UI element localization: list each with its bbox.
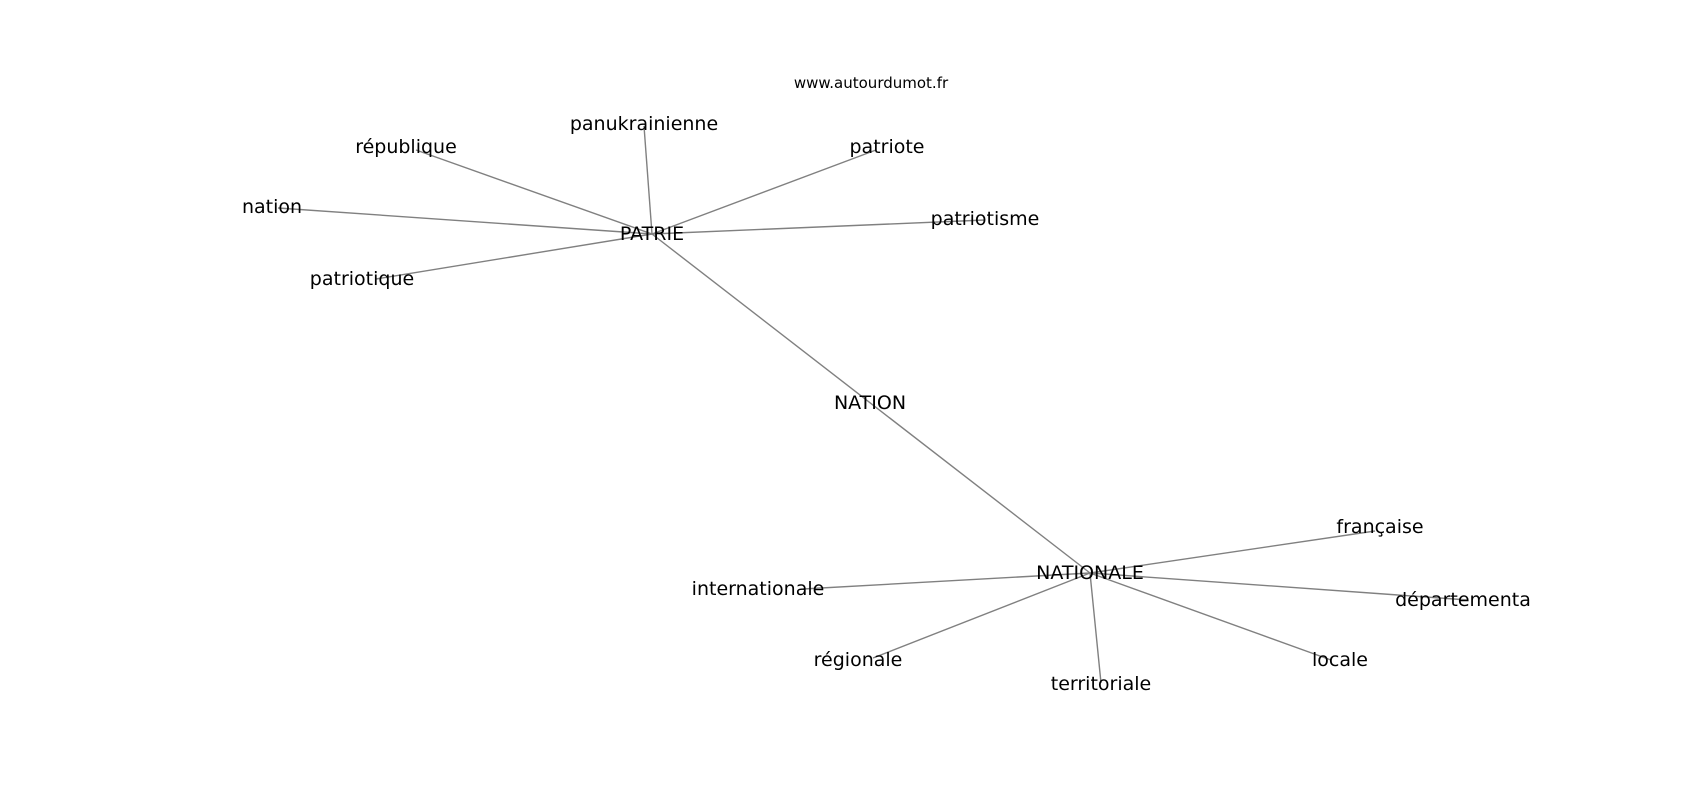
node-label-territoriale: territoriale [1051, 673, 1151, 695]
node-label-panukrainienne: panukrainienne [570, 113, 718, 135]
edge-nationale-internationale [802, 572, 1091, 590]
edge-nationale-territoriale [1089, 572, 1102, 684]
node-label-nation_center: NATION [834, 392, 906, 414]
node-label-republique: république [355, 136, 457, 158]
graph-labels: PATRIE NATION NATIONALE panukrainienne répub… [242, 113, 1531, 695]
node-label-francaise: française [1336, 516, 1423, 538]
node-label-nationale: NATIONALE [1036, 562, 1144, 584]
graph-edges [277, 125, 1469, 684]
node-label-regionale: régionale [814, 649, 903, 671]
edge-patrie-republique [415, 149, 653, 235]
edge-patrie-patriotisme [651, 219, 986, 235]
node-label-locale: locale [1312, 649, 1368, 671]
edge-patrie-nationale [651, 233, 1091, 574]
edge-nationale-regionale [872, 572, 1091, 659]
node-label-nation: nation [242, 196, 302, 218]
edge-patrie-patriote [651, 149, 877, 235]
node-label-patriotique: patriotique [310, 268, 414, 290]
edge-patrie-nation [277, 207, 653, 235]
edge-nationale-locale [1089, 572, 1332, 661]
edge-nationale-departementa [1089, 572, 1469, 601]
site-watermark: www.autourdumot.fr [794, 74, 949, 92]
node-label-patrie: PATRIE [620, 223, 684, 245]
node-label-internationale: internationale [692, 578, 825, 600]
edge-nationale-francaise [1089, 530, 1376, 574]
node-label-departementa: départementa [1395, 589, 1531, 611]
edge-patrie-panukrainienne [643, 125, 653, 235]
edge-patrie-patriotique [375, 233, 653, 280]
node-label-patriotisme: patriotisme [931, 208, 1040, 230]
node-label-patriote: patriote [849, 136, 924, 158]
